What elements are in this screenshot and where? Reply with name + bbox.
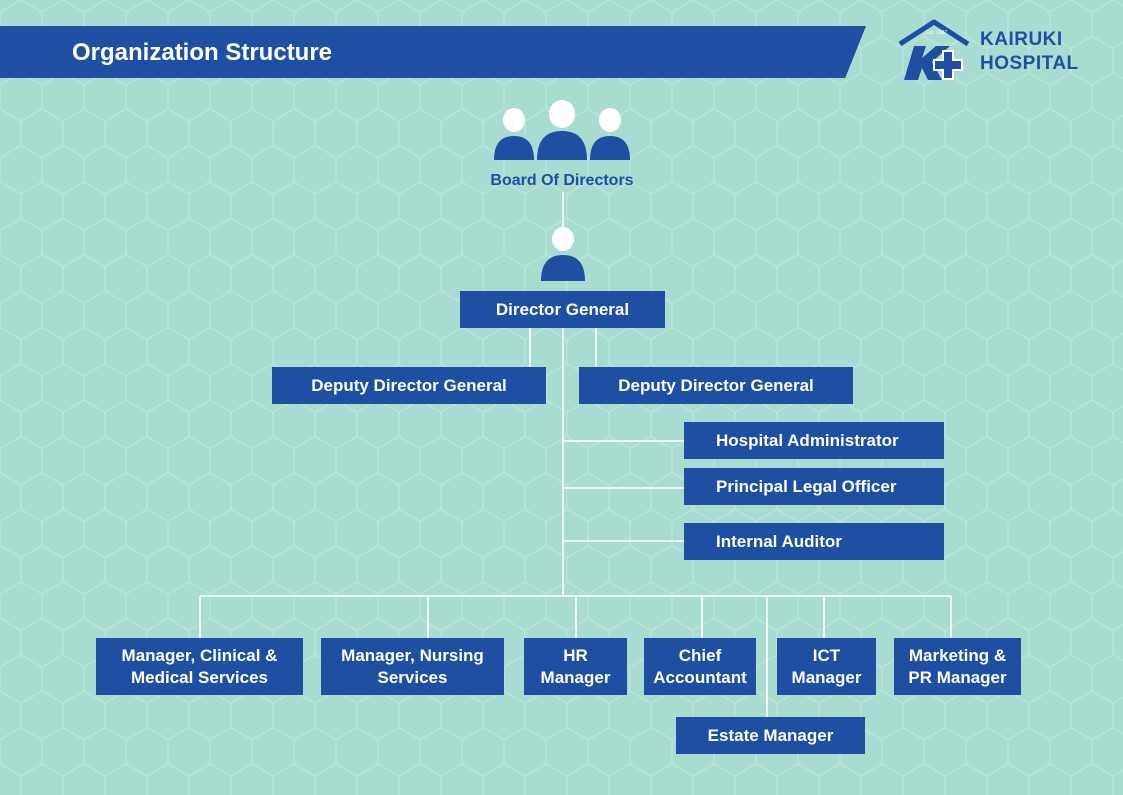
hospital-administrator-box: Hospital Administrator — [684, 422, 944, 459]
logo-name-line-2: HOSPITAL — [980, 53, 1079, 74]
people-group-icon — [494, 100, 630, 160]
header-banner — [0, 26, 866, 78]
internal-auditor-box: Internal Auditor — [684, 523, 944, 560]
page-title: Organization Structure — [72, 39, 333, 66]
person-icon — [541, 227, 585, 281]
ict-manager-box: ICT Manager — [777, 638, 876, 695]
principal-legal-officer-box: Principal Legal Officer — [684, 468, 944, 505]
manager-nursing-services-box: Manager, Nursing Services — [321, 638, 504, 695]
chief-accountant-box: Chief Accountant — [644, 638, 756, 695]
marketing-pr-manager-box: Marketing & PR Manager — [894, 638, 1021, 695]
logo-name-line-1: KAIRUKI — [980, 29, 1063, 50]
svg-text:Est. 1987: Est. 1987 — [926, 30, 947, 36]
deputy-director-general-box-1: Deputy Director General — [272, 367, 546, 404]
board-of-directors-label: Board Of Directors — [490, 172, 634, 189]
hospital-logo-icon: Est. 1987 — [898, 19, 970, 80]
hr-manager-box: HR Manager — [524, 638, 627, 695]
deputy-director-general-box-2: Deputy Director General — [579, 367, 853, 404]
kairuki-hospital-logo: Est. 1987 KAIRUKI HOSPITAL — [896, 18, 1096, 88]
director-general-box: Director General — [460, 291, 665, 328]
manager-clinical-medical-services-box: Manager, Clinical & Medical Services — [96, 638, 303, 695]
estate-manager-box: Estate Manager — [676, 717, 865, 754]
